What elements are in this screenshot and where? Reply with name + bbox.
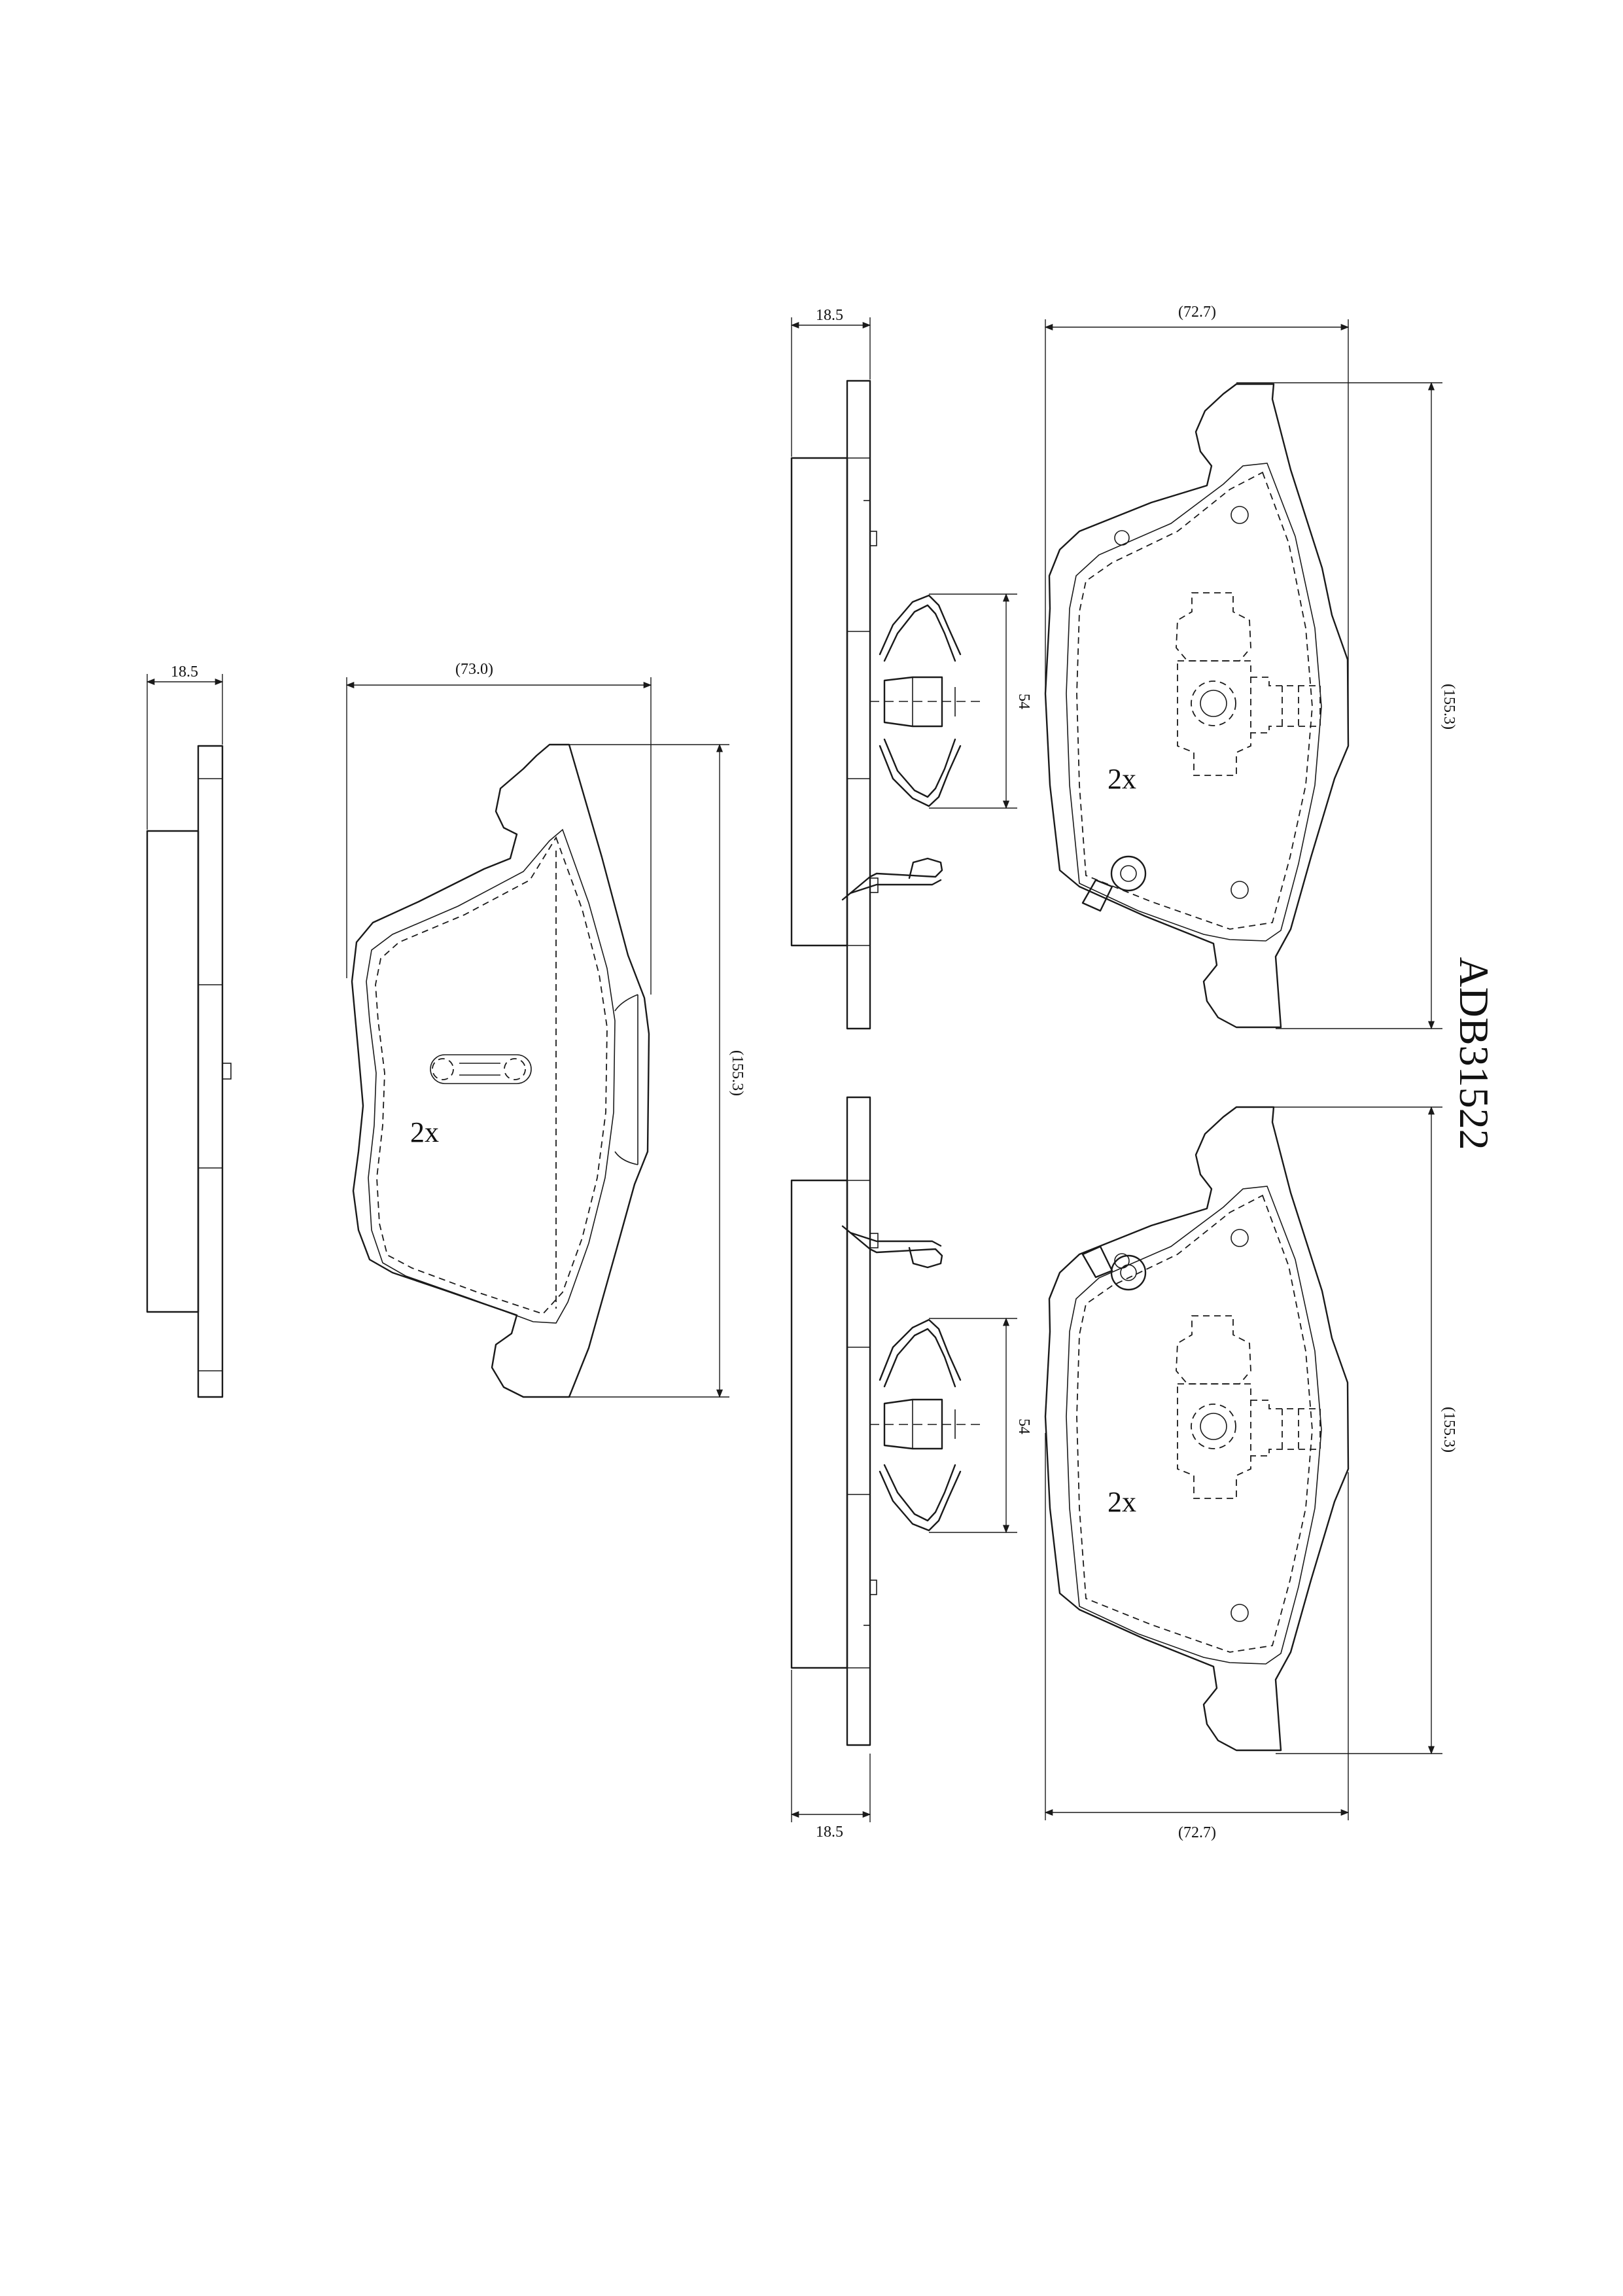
top-pad-wear-sensor bbox=[1081, 855, 1147, 912]
bottom-pad-side-view bbox=[790, 1096, 983, 1746]
bottom-pad-height: (155.3) bbox=[1440, 1407, 1457, 1453]
bottom-pad-quantity: 2x bbox=[1108, 1486, 1136, 1518]
bottom-pad-face bbox=[1044, 1106, 1350, 1752]
left-pad-dimensions: 18.5 (73.0) (155.3) bbox=[146, 661, 746, 1398]
part-number: ADB31522 bbox=[1451, 957, 1497, 1150]
bottom-pad-wear-sensor bbox=[1081, 1245, 1147, 1291]
top-pad-spring-span: 54 bbox=[1015, 694, 1032, 709]
top-pad-width: (72.7) bbox=[1178, 304, 1216, 321]
left-pad-quantity: 2x bbox=[410, 1116, 439, 1148]
top-pad-face bbox=[1044, 383, 1350, 1029]
left-pad: 2x 18.5 (73.0) (155.3) bbox=[146, 661, 746, 1398]
top-pad-side-view bbox=[790, 380, 983, 1030]
bottom-pad: 2x 18.5 (72.7) (155.3) 54 bbox=[790, 1096, 1457, 1841]
top-pad: 2x 18.5 (72.7) (155.3) 54 bbox=[790, 304, 1457, 1030]
top-pad-quantity: 2x bbox=[1108, 763, 1136, 795]
left-pad-side-view bbox=[146, 745, 232, 1398]
left-pad-thickness: 18.5 bbox=[171, 663, 198, 680]
bottom-pad-thickness: 18.5 bbox=[816, 1824, 843, 1841]
top-pad-height: (155.3) bbox=[1440, 684, 1457, 730]
top-pad-dimensions: 18.5 (72.7) (155.3) 54 bbox=[790, 304, 1457, 1030]
left-pad-width: (73.0) bbox=[455, 661, 493, 678]
left-pad-height: (155.3) bbox=[729, 1050, 746, 1096]
bottom-pad-width: (72.7) bbox=[1178, 1824, 1216, 1841]
bottom-pad-spring-span: 54 bbox=[1015, 1419, 1032, 1434]
left-pad-face bbox=[351, 743, 650, 1398]
bottom-pad-dimensions: 18.5 (72.7) (155.3) 54 bbox=[790, 1106, 1457, 1841]
top-pad-thickness: 18.5 bbox=[816, 307, 843, 324]
